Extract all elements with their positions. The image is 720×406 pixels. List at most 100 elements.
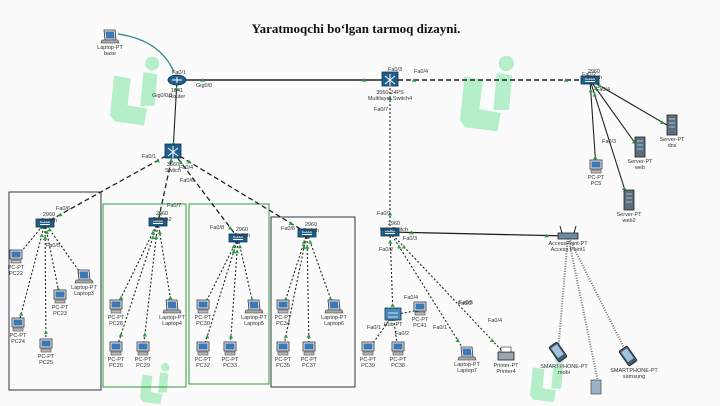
link-sw_right-pc5 (589, 79, 597, 169)
link-status-icon (387, 96, 393, 101)
link-status-icon (283, 333, 289, 338)
link-sw3-pc33 (229, 237, 239, 351)
device-model-label: Server-PT (659, 137, 685, 143)
device-model-label: PC-PT (8, 265, 25, 271)
device-model-label: 2960 (305, 222, 317, 228)
switch-icon (580, 75, 600, 85)
device-model-label: PC-PT (360, 357, 377, 363)
device-name-label: Switch (303, 228, 319, 234)
device-model-label: PC-PT (52, 305, 69, 311)
port-label: Fa0/5 (459, 300, 473, 306)
port-label: Fa0/2 (458, 301, 472, 307)
watermark-logo (530, 354, 565, 403)
vlan-zone-1 (8, 191, 102, 391)
phone-icon[interactable] (590, 379, 602, 395)
device-name-label: PC35 (276, 363, 290, 369)
link-core-sw1 (44, 151, 174, 224)
device-name-label: PC22 (9, 271, 23, 277)
device-model-label: PC-PT (222, 357, 239, 363)
link-status-icon (301, 240, 307, 244)
link-status-icon (39, 233, 44, 238)
port-label: Fa0/1 (367, 325, 381, 331)
pc-icon (109, 341, 123, 356)
device-model-label: Printer-PT (493, 363, 519, 369)
device-name-label: PC28 (109, 321, 123, 327)
device-name-label: Switch (234, 233, 250, 239)
link-sw1-pc23 (44, 222, 61, 299)
device-hub[interactable]: Hub-PT (384, 307, 404, 328)
link-sw2-pc26 (115, 221, 159, 351)
laptop-icon (324, 299, 344, 314)
link-status-icon (150, 235, 156, 240)
device-name-label: Switch2 (152, 217, 171, 223)
device-model-label: 2960 (43, 212, 55, 218)
device-name-label: PC33 (223, 363, 237, 369)
device-name-label: Router (169, 94, 186, 100)
port-label: Fa0/3 (602, 139, 616, 145)
link-status-icon (169, 158, 174, 163)
port-label: Fa0/4 (179, 165, 193, 171)
device-model-label: AccessPoint-PT (548, 241, 588, 247)
pc-icon (391, 341, 405, 356)
link-sw_bottom-hub (389, 231, 394, 316)
device-name-label: PC41 (413, 323, 427, 329)
device-name-label: PC38 (391, 363, 405, 369)
device-model-label: PC-PT (108, 315, 125, 321)
link-status-icon (118, 332, 124, 337)
device-model-label: Server-PT (627, 159, 653, 165)
device-model-label: SMARTPHONE-PT (610, 368, 658, 374)
pc-icon (11, 317, 25, 332)
device-name-label: PC5 (591, 181, 602, 187)
port-label: Fa0/3 (388, 67, 402, 73)
device-model-label: PC-PT (275, 315, 292, 321)
link-sw_bottom-printer (389, 231, 507, 356)
ap-icon (557, 225, 579, 240)
router-icon (167, 74, 187, 86)
link-status-icon (489, 338, 495, 343)
link-status-icon (390, 303, 395, 307)
